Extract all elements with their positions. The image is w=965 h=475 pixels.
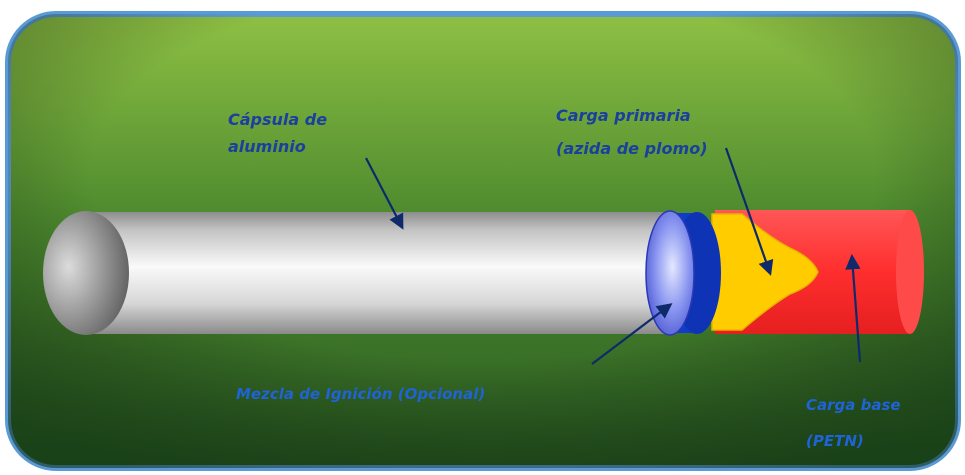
label-base-charge: Carga base (PETN)	[806, 396, 901, 450]
label-primary-charge: Carga primaria (azida de plomo)	[556, 106, 708, 158]
arrow-aluminum	[365, 157, 404, 230]
ignition-mix	[645, 210, 721, 336]
arrow-base	[845, 253, 862, 363]
label-ignition-mix: Mezcla de Ignición (Opcional)	[236, 385, 486, 403]
arrow-primary	[724, 147, 774, 276]
arrow-ignition	[591, 303, 673, 365]
aluminum-tube	[43, 211, 674, 335]
label-aluminum-capsule: Cápsula de aluminio	[228, 110, 328, 156]
tube-end-cap	[43, 211, 129, 335]
